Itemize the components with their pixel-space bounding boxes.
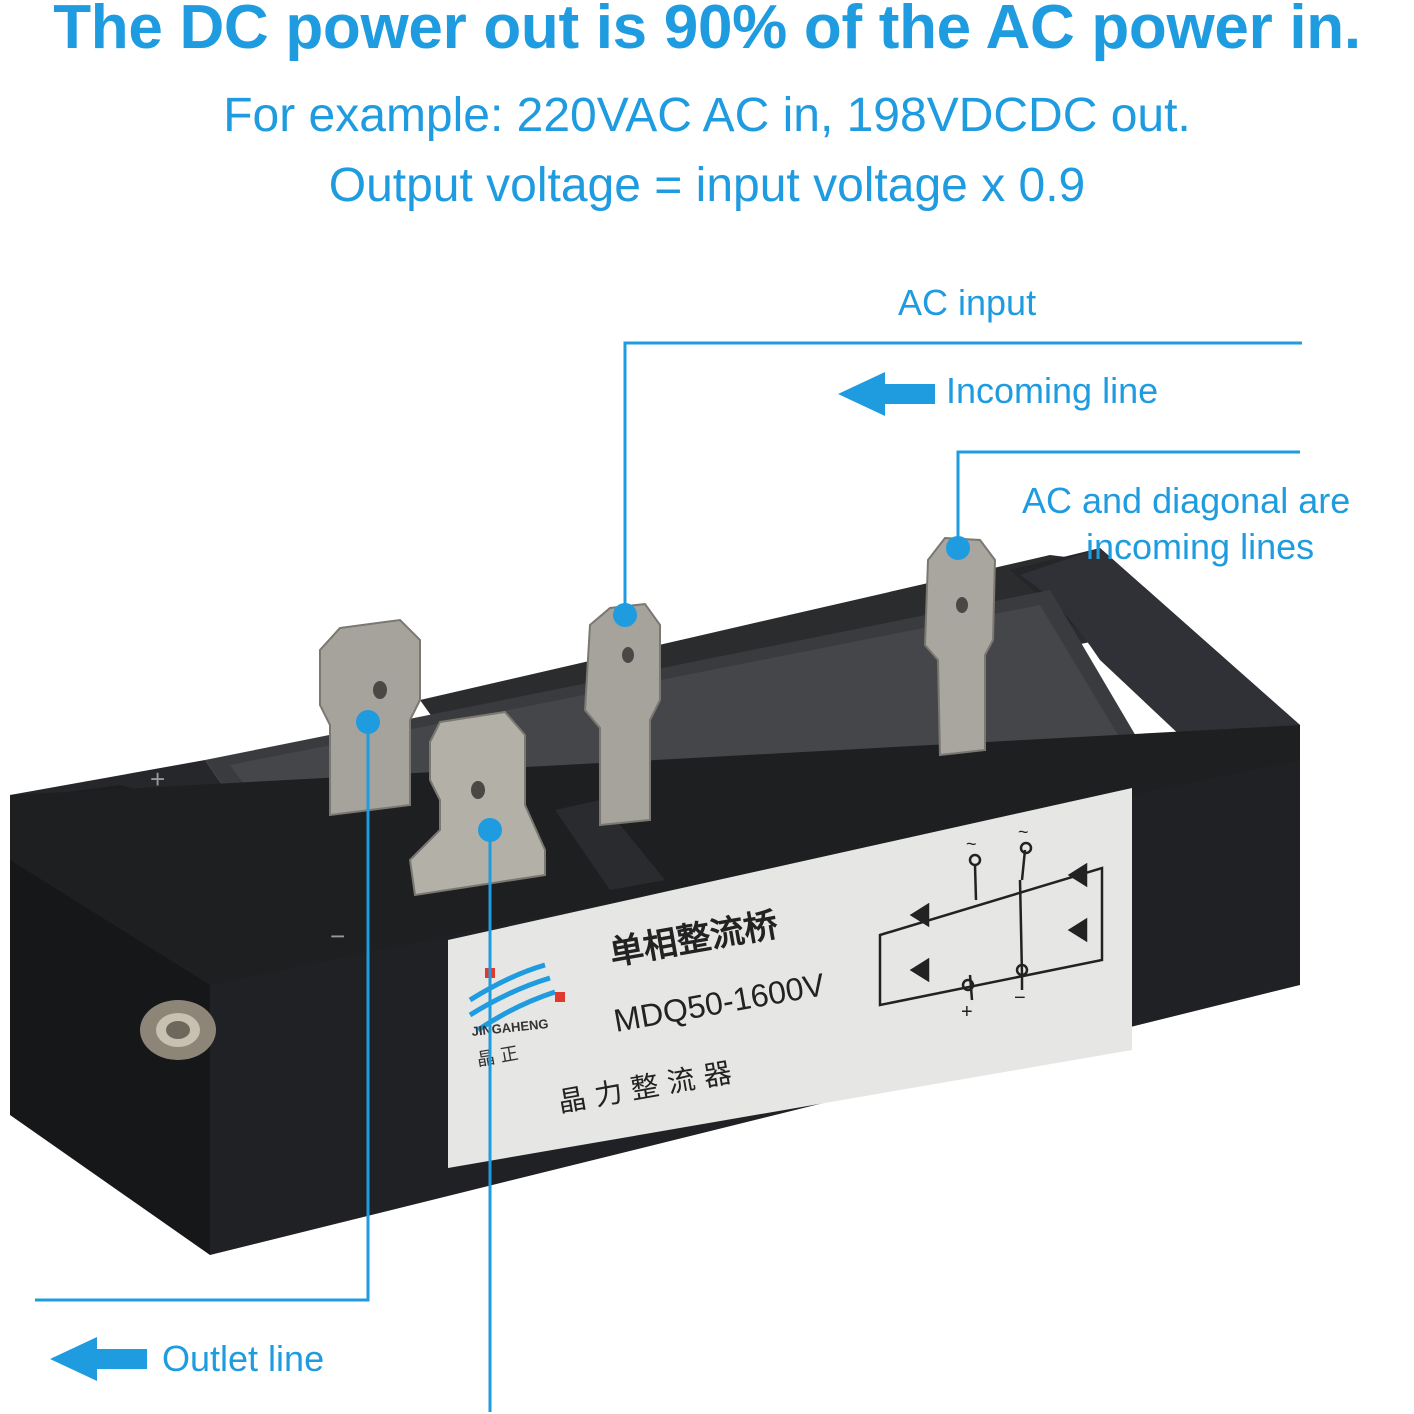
outlet-arrow-icon: [50, 1337, 147, 1381]
terminal-ac-center: [583, 602, 661, 827]
ac-input-leader: [623, 341, 1302, 615]
diagonal-label-line2: incoming lines: [1086, 526, 1315, 567]
outlet-line-label: Outlet line: [162, 1338, 325, 1379]
outlet-plus-dot: [356, 710, 380, 734]
outlet-minus-dot: [478, 818, 502, 842]
diagonal-label-line1: AC and diagonal are: [1022, 480, 1351, 521]
ac-diagonal-leader: [956, 450, 1300, 548]
terminal-ac-right: [923, 536, 997, 757]
incoming-arrow-icon: [838, 372, 935, 416]
outlet-plus-leader: [35, 722, 370, 1302]
callout-lines: [35, 341, 1302, 1412]
headline: The DC power out is 90% of the AC power …: [53, 0, 1361, 62]
incoming-line-label: Incoming line: [946, 370, 1159, 411]
example-text: For example: 220VAC AC in, 198VDCDC out.: [223, 89, 1191, 142]
terminal-minus: [408, 710, 546, 897]
body-minus-mark: −: [330, 921, 345, 951]
formula-text: Output voltage = input voltage x 0.9: [328, 159, 1086, 212]
ac-tilde-1: ~: [966, 834, 977, 854]
bridge-schematic: ~ ~ + −: [878, 822, 1104, 1023]
ac-diagonal-dot: [946, 536, 970, 560]
schematic-plus: +: [961, 1001, 973, 1023]
schematic-minus: −: [1014, 987, 1026, 1009]
ac-tilde-2: ~: [1018, 822, 1029, 842]
device-label-sticker: JINGAHENG 晶 正 单相整流桥 MDQ50-1600V 晶 力 整 流 …: [448, 788, 1132, 1168]
body-plus-mark: +: [150, 764, 165, 794]
callout-dots: [356, 536, 970, 842]
ac-input-label: AC input: [898, 282, 1037, 323]
ac-input-dot: [613, 603, 637, 627]
